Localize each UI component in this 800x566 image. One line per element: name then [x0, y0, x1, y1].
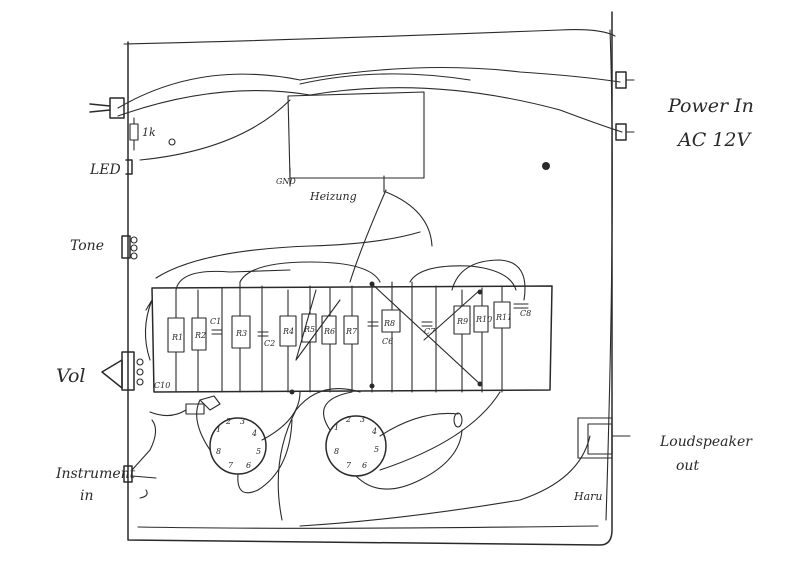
cap-c2 — [257, 331, 269, 337]
loudspeaker-out-label: out — [676, 458, 699, 474]
resistor-r8 — [381, 309, 401, 333]
label-c1: C1 — [210, 317, 221, 326]
label-r8: R8 — [383, 319, 395, 328]
volume-pot — [101, 351, 144, 391]
resistor-1k-label: 1k — [142, 126, 156, 139]
left-pin-3: 3 — [240, 417, 245, 426]
signature: Haru — [573, 490, 603, 503]
board-wiring — [175, 281, 503, 395]
label-r5: R5 — [303, 325, 315, 334]
turret-board — [151, 285, 553, 393]
cap-c4 — [421, 321, 433, 327]
label-r9: R9 — [456, 317, 468, 326]
left-pin-4: 4 — [251, 429, 257, 438]
label-r1: R1 — [171, 333, 183, 342]
label-r11: R11 — [495, 313, 512, 322]
resistor-r7 — [343, 315, 359, 345]
resistor-r6 — [321, 315, 337, 345]
right-pin-6: 6 — [362, 461, 367, 470]
right-pin-8: 8 — [334, 447, 339, 456]
resistor-r10 — [473, 305, 489, 333]
right-pin-1: 1 — [334, 423, 339, 432]
right-pin-3: 3 — [360, 415, 365, 424]
heizung-label: Heizung — [309, 190, 357, 203]
speaker-jack — [577, 417, 631, 459]
enclosure-outline — [123, 11, 616, 546]
cap-c5 — [513, 303, 529, 309]
led-resistor — [129, 117, 176, 151]
board-wiring-top — [144, 189, 526, 361]
left-pin-6: 6 — [246, 461, 251, 470]
cap-c1 — [211, 329, 223, 335]
right-pin-5: 5 — [374, 445, 379, 454]
power-inlet — [615, 71, 635, 141]
instrument-in-label: in — [80, 488, 94, 504]
resistor-r3 — [231, 315, 251, 349]
power-in-label: Power In — [667, 95, 754, 117]
vol-label: Vol — [56, 365, 86, 387]
power-switch — [89, 97, 125, 119]
right-pin-2: 2 — [345, 415, 351, 424]
gnd-label: GND — [276, 177, 296, 186]
resistor-r2 — [191, 317, 207, 351]
ac-voltage-label: AC 12V — [676, 129, 752, 151]
label-c7: C7 — [424, 327, 436, 336]
tone-pot — [121, 235, 138, 260]
led-label: LED — [89, 162, 121, 178]
left-pin-1: 1 — [216, 425, 221, 434]
label-c8: C8 — [520, 309, 531, 318]
left-pin-8: 8 — [216, 447, 221, 456]
label-r3: R3 — [235, 329, 247, 338]
label-r4: R4 — [282, 327, 294, 336]
cap-c3 — [367, 321, 379, 327]
input-jack — [123, 419, 157, 499]
right-pin-4: 4 — [371, 427, 377, 436]
instrument-label: Instrument — [55, 466, 136, 482]
left-pin-5: 5 — [256, 447, 261, 456]
mounting-hole — [542, 162, 550, 170]
label-r6: R6 — [323, 327, 335, 336]
transformer — [287, 91, 425, 193]
left-pin-2: 2 — [225, 417, 231, 426]
label-c10: C10 — [154, 381, 170, 390]
loudspeaker-label: Loudspeaker — [659, 434, 753, 450]
label-c2: C2 — [264, 339, 275, 348]
lower-wiring — [149, 388, 591, 527]
label-r2: R2 — [194, 331, 206, 340]
label-r7: R7 — [345, 327, 358, 336]
component-labels: R1 R2 R3 R4 R5 R6 R7 R8 R9 R10 R11 C1 C2… — [154, 309, 531, 390]
right-pin-7: 7 — [346, 461, 352, 470]
socket-pin-labels: 1 2 3 4 5 6 7 8 1 2 3 4 5 6 7 8 — [216, 415, 379, 470]
power-wires — [117, 66, 623, 161]
tone-label: Tone — [70, 238, 104, 254]
label-c6: C6 — [382, 337, 393, 346]
led-indicator — [125, 159, 133, 175]
left-pin-7: 7 — [228, 461, 234, 470]
label-r10: R10 — [475, 315, 492, 324]
